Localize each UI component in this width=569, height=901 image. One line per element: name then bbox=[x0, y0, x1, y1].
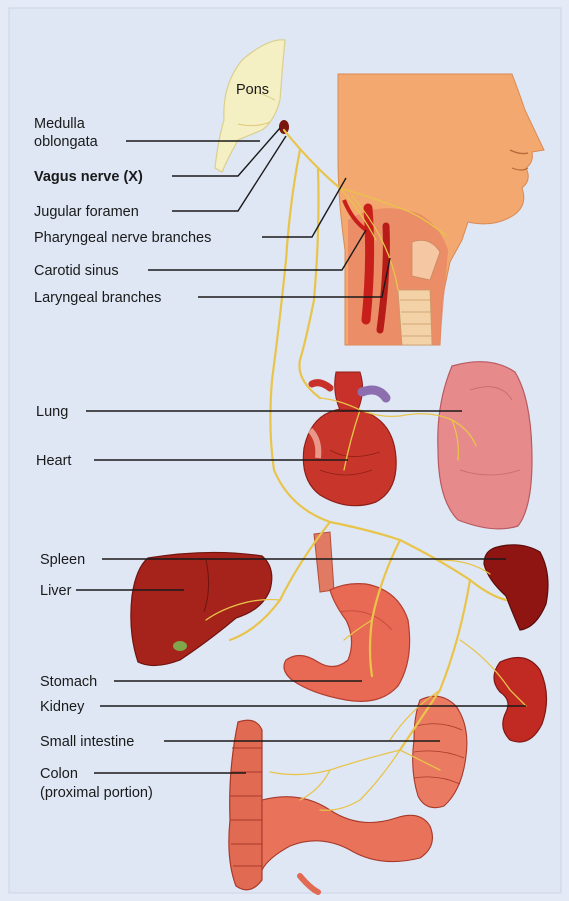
label-colon-line2: (proximal portion) bbox=[40, 785, 153, 801]
label-kidney: Kidney bbox=[40, 699, 85, 715]
label-colon-line1: Colon bbox=[40, 766, 78, 782]
label-pons: Pons bbox=[236, 82, 269, 98]
label-vagus-nerve: Vagus nerve (X) bbox=[34, 169, 143, 185]
label-pharyngeal-branches: Pharyngeal nerve branches bbox=[34, 230, 211, 246]
lung-illustration bbox=[438, 362, 532, 529]
label-liver: Liver bbox=[40, 583, 72, 599]
label-stomach: Stomach bbox=[40, 674, 97, 690]
label-small-intestine: Small intestine bbox=[40, 734, 134, 750]
vagus-nucleus bbox=[279, 120, 289, 134]
label-laryngeal-branches: Laryngeal branches bbox=[34, 290, 161, 306]
label-jugular-foramen: Jugular foramen bbox=[34, 204, 139, 220]
label-carotid-sinus: Carotid sinus bbox=[34, 263, 119, 279]
label-medulla-line2: oblongata bbox=[34, 134, 99, 150]
label-medulla-line1: Medulla bbox=[34, 116, 86, 132]
label-lung: Lung bbox=[36, 404, 68, 420]
label-spleen: Spleen bbox=[40, 552, 85, 568]
label-heart: Heart bbox=[36, 453, 71, 469]
